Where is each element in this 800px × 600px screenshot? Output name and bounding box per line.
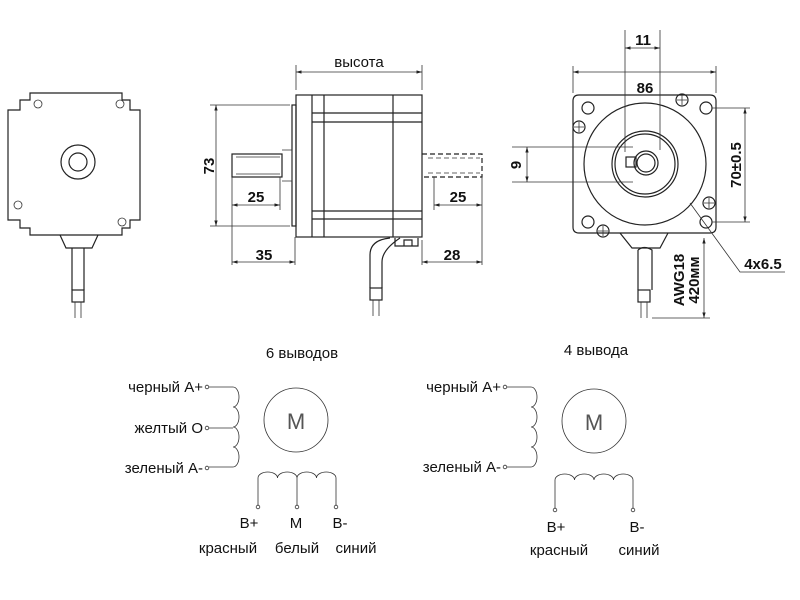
motor-label: M — [287, 409, 305, 434]
lead-b-plus: B+ — [240, 515, 259, 532]
wire-length: 420мм — [686, 256, 703, 303]
dim-height: высота — [334, 54, 384, 71]
wire-gauge: AWG18 — [671, 254, 688, 307]
wiring-4-title: 4 вывода — [564, 342, 629, 359]
dim-rear-shaft: 25 — [450, 189, 467, 206]
lead-a-plus: черный A+ — [426, 379, 501, 396]
rear-end-view — [7, 92, 141, 318]
front-view: 11 86 9 70±0.5 4x6.5 AWG18 420мм — [508, 30, 785, 319]
dim-key: 11 — [635, 32, 651, 49]
dim-body: 86 — [637, 80, 654, 97]
color-blue: синий — [619, 542, 660, 559]
dim-flat: 9 — [508, 161, 525, 169]
color-red: красный — [530, 542, 588, 559]
dim-holes: 4x6.5 — [744, 256, 782, 273]
lead-a-minus: зеленый A- — [125, 460, 203, 477]
side-view: высота 73 25 35 25 28 — [201, 54, 483, 316]
coil-b — [257, 471, 337, 505]
color-red: красный — [199, 540, 257, 557]
motor-symbol — [561, 388, 627, 454]
dim-hole-spacing: 70±0.5 — [728, 142, 745, 188]
color-blue: синий — [336, 540, 377, 557]
motor-symbol — [263, 387, 329, 453]
lead-a-plus: черный A+ — [128, 379, 203, 396]
wiring-4-lead: 4 вывода черный A+ зеленый A- M B+ B- кр… — [423, 342, 660, 559]
lead-b-minus: B- — [630, 519, 645, 536]
lead-a-center: желтый O — [135, 420, 204, 437]
wiring-6-lead: 6 выводов черный A+ желтый O зеленый A- … — [125, 345, 377, 557]
lead-b-center: M — [290, 515, 303, 532]
color-white: белый — [275, 540, 319, 557]
lead-b-minus: B- — [333, 515, 348, 532]
dim-front-shaft: 25 — [248, 189, 265, 206]
screw-icons — [572, 93, 716, 238]
coil-b — [554, 473, 634, 508]
motor-label: M — [585, 410, 603, 435]
lead-b-plus: B+ — [547, 519, 566, 536]
wiring-6-title: 6 выводов — [266, 345, 338, 362]
dim-front-total: 35 — [256, 247, 273, 264]
dim-flange: 73 — [201, 158, 218, 175]
lead-a-minus: зеленый A- — [423, 459, 501, 476]
dim-rear-total: 28 — [444, 247, 461, 264]
coil-a — [209, 386, 240, 468]
coil-a — [507, 386, 538, 468]
